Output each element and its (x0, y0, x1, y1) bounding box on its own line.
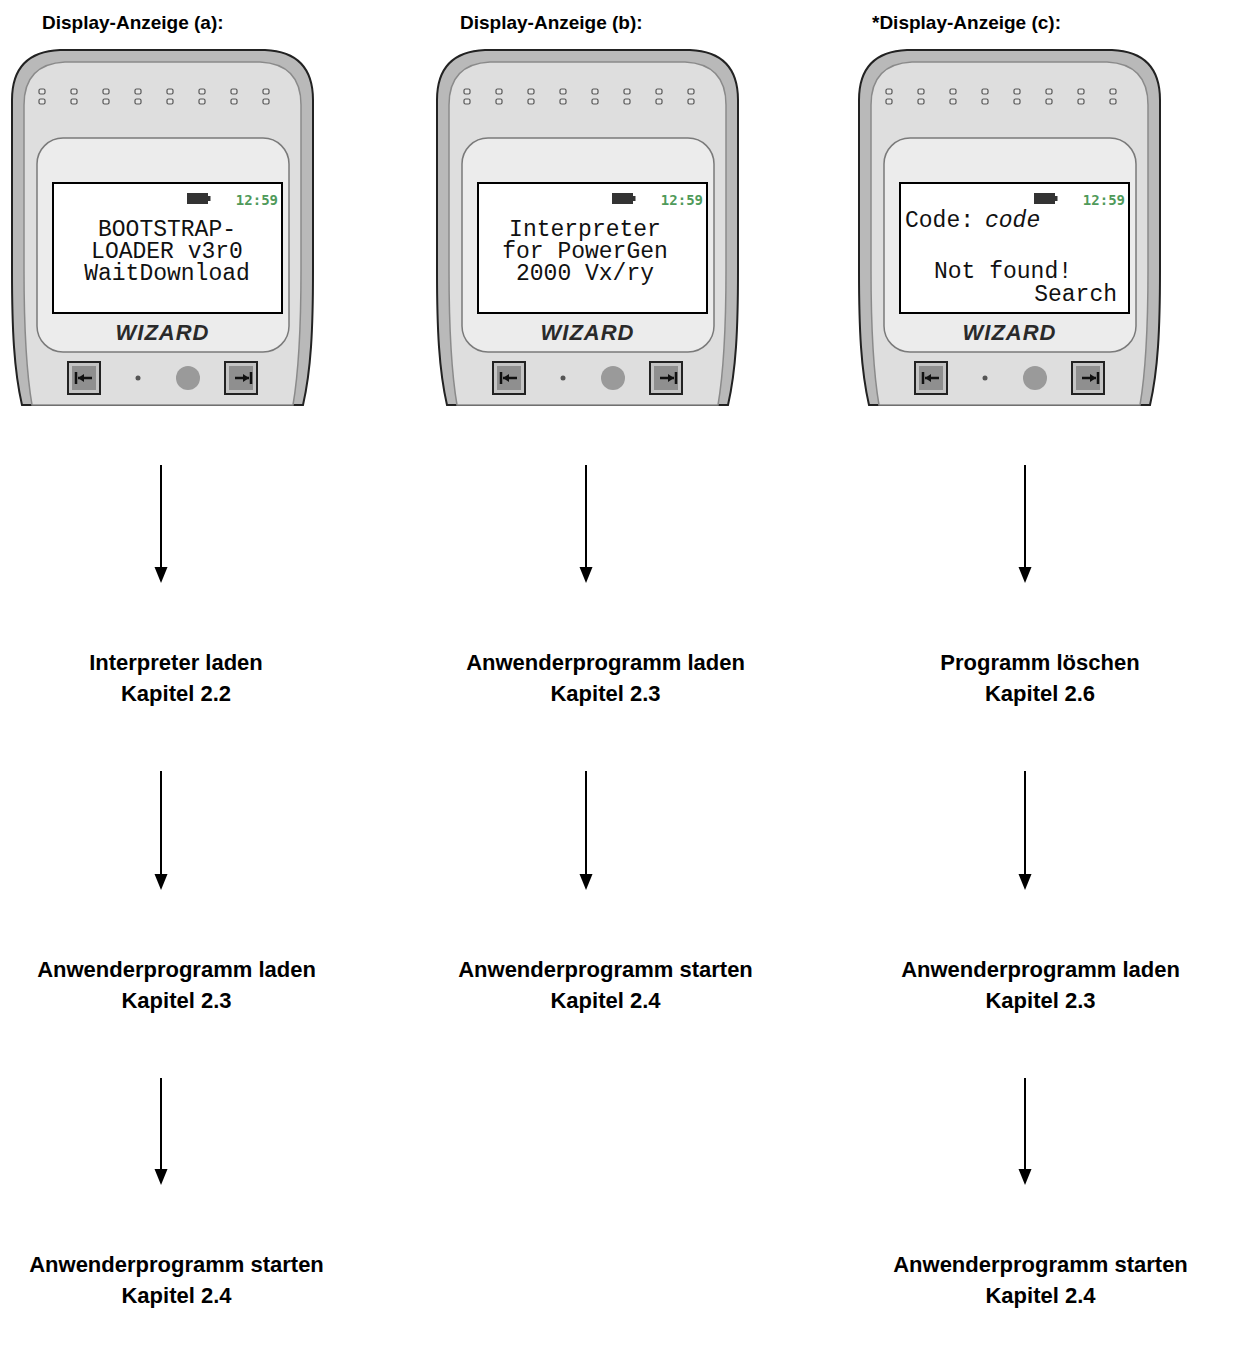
step-label: Anwenderprogramm ladenKapitel 2.3 (897, 952, 1184, 1018)
clock-readout: 12:59 (661, 192, 703, 208)
flow-arrow (155, 1078, 168, 1185)
screen-text: Interpreter for PowerGen 2000 Vx/ry (495, 219, 674, 285)
flow-arrow (155, 771, 168, 890)
softkey-label-holder: Search (1017, 284, 1117, 306)
screen-text: code (985, 210, 1040, 232)
screen-text: BOOTSTRAP- LOADER v3r0 WaitDownload (77, 219, 256, 285)
arrow-shaft (1024, 465, 1026, 569)
arrow-head (155, 874, 168, 890)
flow-arrow (1019, 1078, 1032, 1185)
display-heading: *Display-Anzeige (c): (872, 12, 1061, 34)
display-heading: Display-Anzeige (b): (460, 12, 643, 34)
brand-label-holder: WIZARD (435, 320, 740, 346)
arrow-shaft (160, 771, 162, 876)
step-title: Anwenderprogramm starten (458, 954, 753, 985)
brand-label: WIZARD (116, 320, 210, 346)
clock-readout-holder: 12:59 (208, 191, 278, 209)
arrow-head (155, 567, 168, 583)
step-label: Anwenderprogramm ladenKapitel 2.3 (33, 952, 320, 1018)
display-device: Display-Anzeige (a): 12:59BOOTSTRAP- LOAD… (10, 10, 315, 405)
display-heading-holder: *Display-Anzeige (c): (872, 12, 1061, 34)
screen-text-holder: Interpreter for PowerGen 2000 Vx/ry (470, 219, 700, 285)
handheld-device (859, 50, 1160, 405)
screen-text-holder: code (985, 210, 1040, 232)
chapter-ref: Kapitel 2.6 (940, 678, 1140, 709)
flow-arrow (580, 465, 593, 583)
handheld-device (12, 50, 313, 405)
step-label: Anwenderprogramm startenKapitel 2.4 (25, 1247, 328, 1313)
arrow-head (1019, 1169, 1032, 1185)
chapter-ref: Kapitel 2.4 (458, 985, 753, 1016)
clock-readout: 12:59 (236, 192, 278, 208)
flow-arrow (155, 465, 168, 583)
arrow-shaft (585, 465, 587, 569)
arrow-head (580, 874, 593, 890)
clock-readout-holder: 12:59 (633, 191, 703, 209)
chapter-ref: Kapitel 2.3 (466, 678, 745, 709)
display-device: *Display-Anzeige (c): 12:59Code: codeNot f… (857, 10, 1162, 405)
arrow-head (155, 1169, 168, 1185)
chapter-ref: Kapitel 2.4 (29, 1280, 324, 1311)
step-label: Programm löschenKapitel 2.6 (936, 645, 1144, 711)
arrow-shaft (160, 1078, 162, 1171)
brand-label-holder: WIZARD (10, 320, 315, 346)
chapter-ref: Kapitel 2.2 (89, 678, 263, 709)
softkey-label: Search (1034, 284, 1117, 306)
step-title: Anwenderprogramm starten (29, 1249, 324, 1280)
arrow-head (1019, 874, 1032, 890)
arrow-shaft (585, 771, 587, 876)
step-label: Anwenderprogramm startenKapitel 2.4 (889, 1247, 1192, 1313)
screen-text-holder: Not found! (934, 261, 1072, 283)
arrow-head (580, 567, 593, 583)
arrow-shaft (160, 465, 162, 569)
arrow-shaft (1024, 1078, 1026, 1171)
chapter-ref: Kapitel 2.3 (37, 985, 316, 1016)
flow-arrow (1019, 771, 1032, 890)
arrow-shaft (1024, 771, 1026, 876)
screen-text: Code: (905, 210, 974, 232)
flow-arrow (580, 771, 593, 890)
display-device: Display-Anzeige (b): 12:59Interpreter for… (435, 10, 740, 405)
step-label: Interpreter ladenKapitel 2.2 (85, 645, 267, 711)
step-label: Anwenderprogramm ladenKapitel 2.3 (462, 645, 749, 711)
brand-label: WIZARD (541, 320, 635, 346)
arrow-head (1019, 567, 1032, 583)
step-title: Anwenderprogramm laden (901, 954, 1180, 985)
screen-text: Not found! (934, 261, 1072, 283)
screen-text-holder: BOOTSTRAP- LOADER v3r0 WaitDownload (52, 219, 282, 285)
display-heading-holder: Display-Anzeige (a): (42, 12, 224, 34)
display-heading-holder: Display-Anzeige (b): (460, 12, 643, 34)
brand-label: WIZARD (963, 320, 1057, 346)
chapter-ref: Kapitel 2.4 (893, 1280, 1188, 1311)
handheld-device (437, 50, 738, 405)
step-title: Programm löschen (940, 647, 1140, 678)
step-title: Interpreter laden (89, 647, 263, 678)
brand-label-holder: WIZARD (857, 320, 1162, 346)
screen-text-holder: Code: (905, 210, 974, 232)
step-title: Anwenderprogramm laden (466, 647, 745, 678)
step-title: Anwenderprogramm laden (37, 954, 316, 985)
clock-readout-holder: 12:59 (1055, 191, 1125, 209)
display-heading: Display-Anzeige (a): (42, 12, 224, 34)
step-title: Anwenderprogramm starten (893, 1249, 1188, 1280)
flow-arrow (1019, 465, 1032, 583)
chapter-ref: Kapitel 2.3 (901, 985, 1180, 1016)
clock-readout: 12:59 (1083, 192, 1125, 208)
step-label: Anwenderprogramm startenKapitel 2.4 (454, 952, 757, 1018)
